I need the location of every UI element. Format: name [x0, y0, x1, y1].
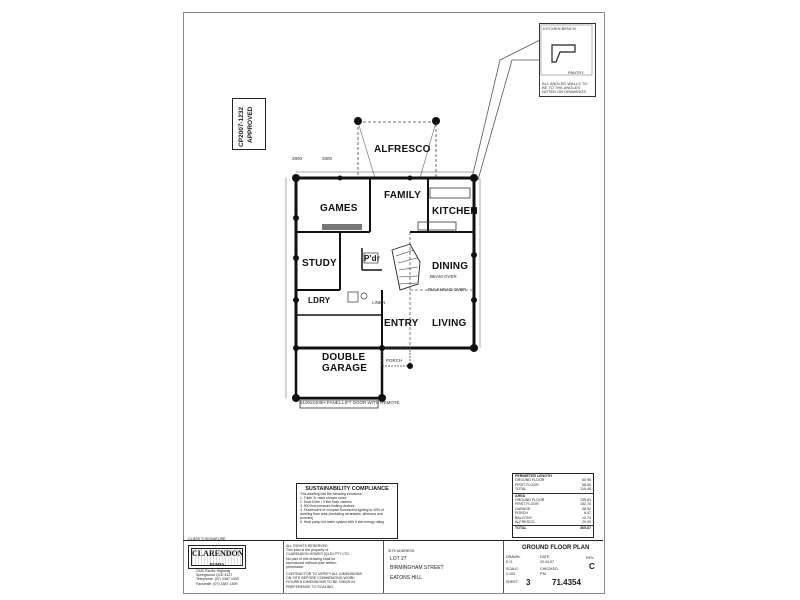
kitchen-island	[417, 221, 457, 231]
sustainability-item: 5. Heat pump hot water system with 5 sta…	[300, 520, 385, 524]
linen-note: LINEN	[372, 300, 386, 305]
sustainability-title: SUSTAINABILITY COMPLIANCE	[305, 486, 389, 492]
garage-door-strip	[299, 399, 379, 409]
copyright-notice: ALL RIGHTS RESERVED This plan is the pro…	[286, 544, 349, 570]
drawn-value: E.G.	[506, 560, 514, 564]
date-label: DATE:	[540, 555, 551, 559]
sheet-label: SHEET:	[506, 580, 519, 584]
kitchen-bench	[429, 187, 471, 199]
room-label-laundry: LDRY	[308, 296, 331, 305]
room-label-entry: ENTRY	[384, 318, 419, 329]
checked-value: P.M.	[540, 572, 547, 576]
title-block	[183, 540, 603, 593]
alfresco-post	[432, 117, 440, 125]
porch-note: PORCH	[386, 358, 403, 363]
sustainability-item: 2. Dual 6 litre / 3 litre flush cisterns	[300, 500, 352, 504]
garage-door-note: 5100x2400H PANEL LIFT DOOR WITH REMOTE	[300, 400, 400, 405]
sustainability-item: 4. Fluorescent or compact fluorescent li…	[300, 508, 384, 512]
scale-value: 1:100	[506, 572, 515, 576]
checked-label: CHECKED:	[540, 567, 559, 571]
room-label-powder: P'dr	[364, 254, 381, 263]
inset-leader-line-2	[477, 59, 540, 181]
drawing-border	[183, 12, 605, 594]
sustainability-intro: This dwelling has the following inclusio…	[300, 492, 363, 496]
sustainability-item: 3. 900 flow pressure limiting devices	[300, 504, 355, 508]
room-label-dining: DINING	[432, 261, 469, 272]
drawn-label: DRAWN:	[506, 555, 521, 559]
job-number: 71.4354	[552, 578, 581, 587]
sustainability-item: dwelling floor area (excluding verandahs…	[300, 512, 383, 516]
site-address-label: SITE ADDRESS:	[388, 549, 416, 553]
bulkhead-note: BULKHEAD OVER	[428, 287, 467, 292]
room-label-living: LIVING	[432, 318, 467, 329]
plan-title: GROUND FLOOR PLAN	[522, 545, 590, 551]
stamp-number: CP2007-1232	[238, 106, 245, 147]
alfresco-post	[354, 117, 362, 125]
brand-name: CLARENDON	[192, 549, 244, 558]
stamp-status: APPROVED	[247, 106, 254, 143]
inset-leader-line	[471, 39, 541, 179]
room-label-kitchen: KITCHEN	[432, 206, 478, 217]
inset-pantry-label: PANTRY	[568, 70, 584, 75]
sustainability-compliance-box: SUSTAINABILITY COMPLIANCE This dwelling …	[296, 483, 398, 539]
site-lot: LOT 27	[390, 556, 407, 562]
sustainability-item: porches)	[300, 516, 314, 520]
date-value: 20.04.07	[540, 560, 554, 564]
room-label-alfresco: ALFRESCO	[374, 144, 431, 155]
revision-value: C	[589, 562, 595, 571]
inset-kitchen-bench-label: KITCHEN BENCH	[543, 26, 576, 31]
dimension-note: 2800	[292, 156, 303, 161]
client-signature-label: CLIENT'S SIGNATURE	[188, 537, 226, 541]
verify-notice: CONTRACTOR TO VERIFY ALL DIMENSIONS ON S…	[286, 572, 362, 589]
room-label-family: FAMILY	[384, 190, 421, 201]
site-street: BIRMINGHAM STREET	[390, 565, 444, 571]
sheet-number: 3	[526, 578, 531, 587]
scale-label: SCALE:	[506, 567, 519, 571]
room-label-double: DOUBLE	[322, 352, 366, 363]
brand-sub: HOMES	[209, 562, 225, 567]
company-logo: CLARENDON HOMES	[188, 545, 246, 569]
games-bar	[322, 224, 362, 230]
beam-note: BEAM OVER	[430, 274, 457, 279]
revision-label: REV:	[586, 556, 595, 560]
perimeter-heading: PERIMETER LENGTH	[515, 474, 552, 478]
inset-note: ALL ANGLED WALLS TO BE TO THE ANGLES NOT…	[542, 81, 588, 94]
dimension-note: 2800	[322, 156, 333, 161]
porch-outline	[381, 347, 411, 367]
room-label-study: STUDY	[302, 258, 337, 269]
area-heading: AREA	[515, 493, 526, 498]
kitchen-inset-detail: KITCHEN BENCH PANTRY ALL ANGLED WALLS TO…	[539, 23, 596, 97]
staircase	[391, 243, 421, 291]
approval-stamp: CP2007-1232 APPROVED	[232, 98, 266, 150]
perimeter-posts	[292, 174, 478, 402]
company-address: 2440 Pacific Highway Springwood QLD 4127…	[196, 569, 239, 586]
site-suburb: EATONS HILL	[390, 575, 423, 581]
room-label-garage: GARAGE	[322, 363, 368, 374]
room-label-games: GAMES	[320, 203, 358, 214]
sustainability-item: 1. Triple 'A' rated shower roses	[300, 496, 347, 500]
